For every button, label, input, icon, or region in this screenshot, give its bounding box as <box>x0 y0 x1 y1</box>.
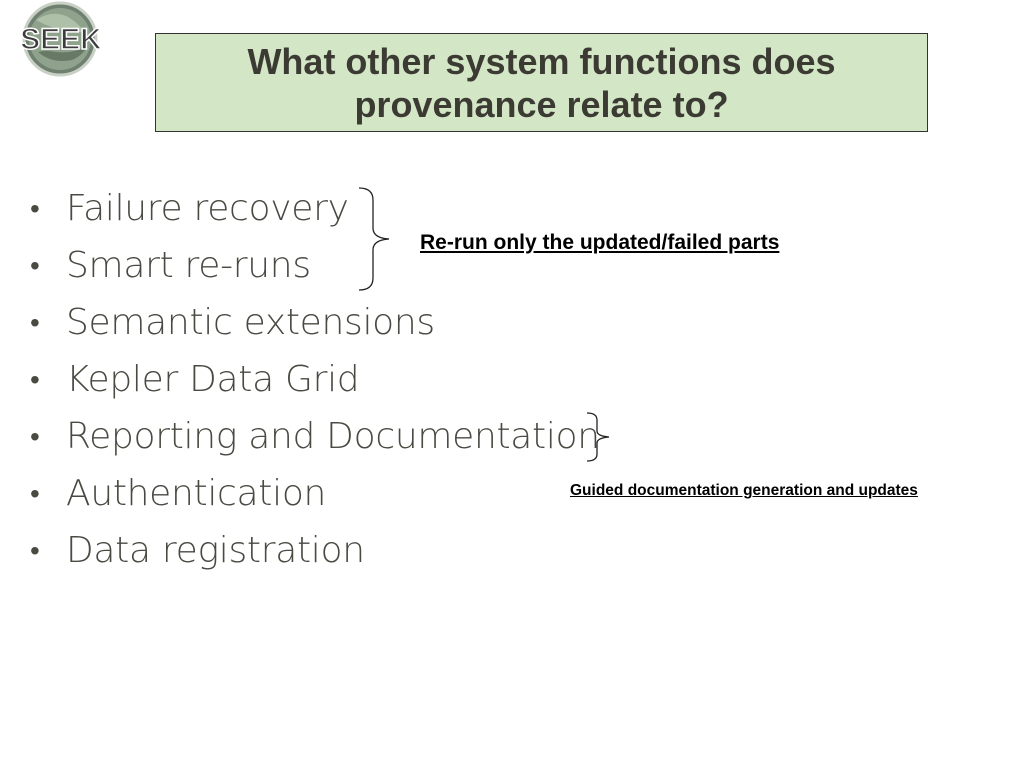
title-line-1: What other system functions does <box>247 40 836 82</box>
bullet-text: Authentication <box>66 473 327 514</box>
bullet-icon: • <box>30 249 40 282</box>
bullet-icon: • <box>30 192 40 225</box>
bullet-icon: • <box>30 306 40 339</box>
bullet-text: Kepler Data Grid <box>66 359 360 400</box>
bullet-text: Smart re-runs <box>66 245 311 286</box>
bullet-item: • Data registration <box>30 522 600 579</box>
bullet-item: • Semantic extensions <box>30 294 600 351</box>
bullet-item: • Kepler Data Grid <box>30 351 600 408</box>
slide-title: What other system functions does provena… <box>155 33 928 132</box>
bullet-icon: • <box>30 477 40 510</box>
bullet-text: Failure recovery <box>66 188 349 229</box>
bullet-item: • Failure recovery <box>30 180 600 237</box>
rerun-annotation: Re-run only the updated/failed parts <box>420 231 780 254</box>
bullet-item: • Authentication <box>30 465 600 522</box>
seek-logo: SEEK <box>19 1 103 77</box>
bullet-item: • Reporting and Documentation <box>30 408 600 465</box>
bullet-icon: • <box>30 420 40 453</box>
logo-text: SEEK <box>20 23 102 56</box>
bullet-list: • Failure recovery • Smart re-runs • Semant… <box>30 180 600 579</box>
bullet-item: • Smart re-runs <box>30 237 600 294</box>
bullet-icon: • <box>30 363 40 396</box>
brace-icon <box>586 412 610 462</box>
bullet-text: Reporting and Documentation <box>66 416 600 457</box>
docs-annotation: Guided documentation generation and upda… <box>570 482 918 499</box>
title-line-2: provenance relate to? <box>354 83 729 125</box>
brace-icon <box>358 187 390 291</box>
bullet-text: Data registration <box>66 530 365 571</box>
bullet-text: Semantic extensions <box>66 302 435 343</box>
bullet-icon: • <box>30 534 40 567</box>
